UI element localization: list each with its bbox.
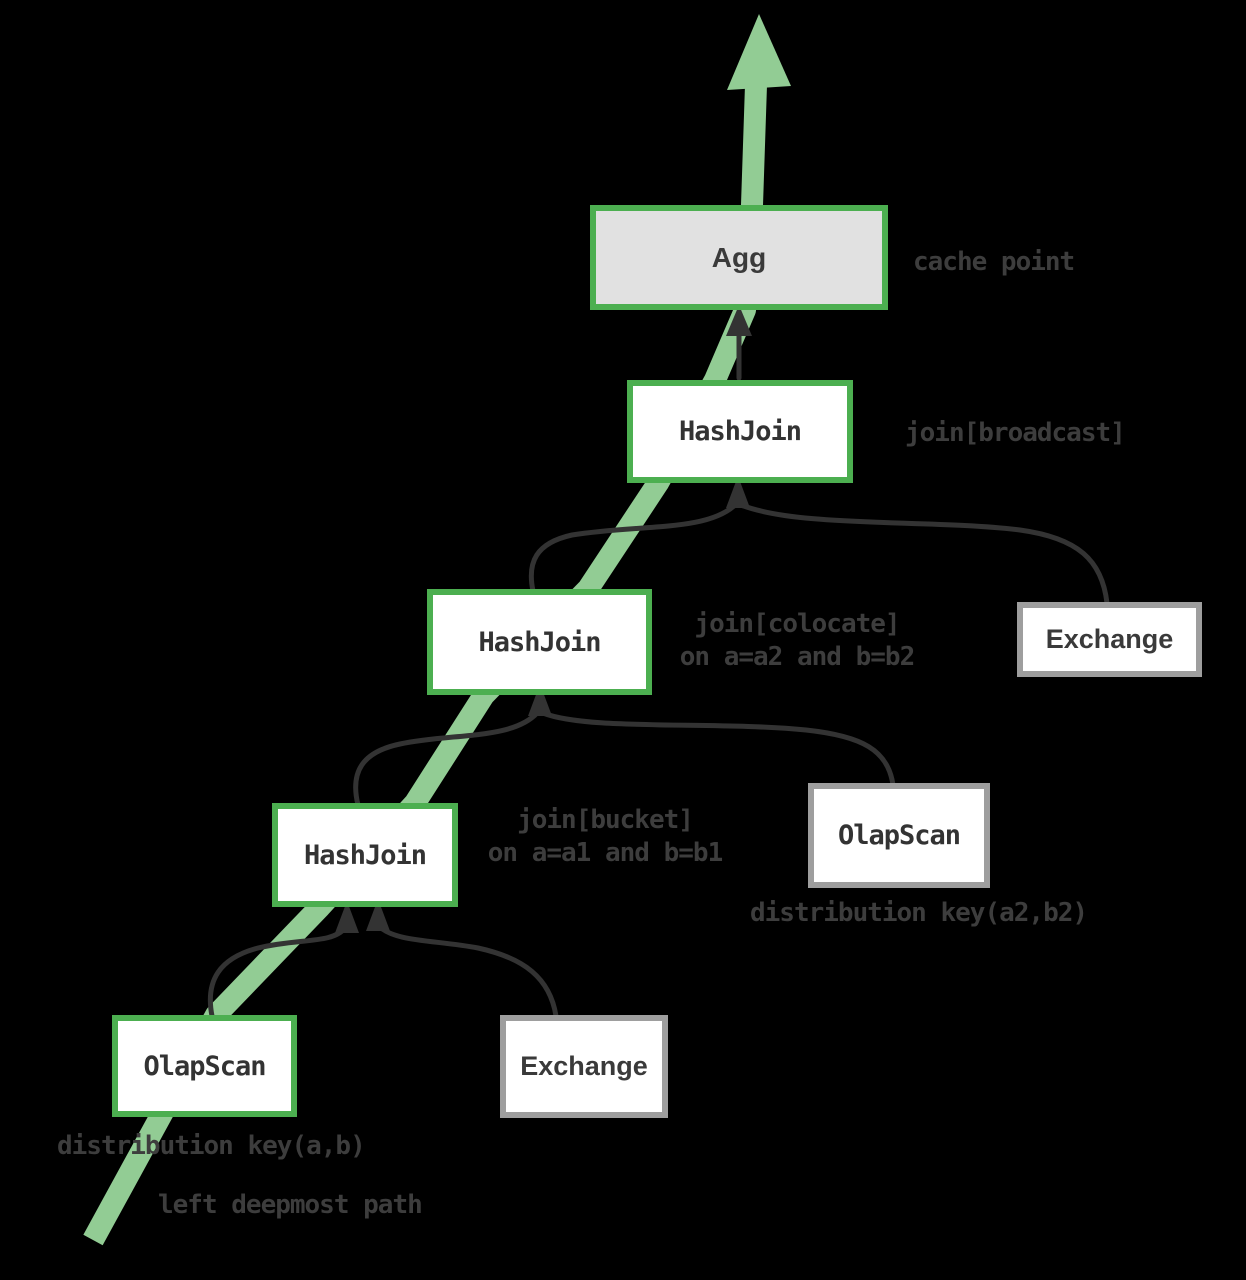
annotation-join-bucket: join[bucket] on a=a1 and b=b1	[472, 804, 738, 870]
node-agg: Agg	[590, 205, 888, 310]
node-hashjoin-top-label: HashJoin	[678, 416, 802, 447]
node-hashjoin-mid-label: HashJoin	[478, 626, 601, 658]
annotation-distribution-key-a2b2: distribution key(a2,b2)	[750, 898, 1088, 928]
arrowhead-into-hashjoinlow-left-icon	[335, 901, 359, 933]
node-hashjoin-low-label: HashJoin	[303, 839, 427, 871]
annotation-join-colocate-line1: join[colocate]	[694, 609, 900, 639]
annotation-join-broadcast: join[broadcast]	[905, 418, 1126, 448]
annotation-distribution-key-ab: distribution key(a,b)	[57, 1131, 366, 1161]
node-olapscan-left-label: OlapScan	[143, 1050, 266, 1082]
annotation-join-bucket-line2: on a=a1 and b=b1	[487, 838, 723, 868]
node-olapscan-left: OlapScan	[112, 1015, 297, 1117]
arrowhead-into-hashjoinlow-right-icon	[366, 899, 390, 931]
arrowhead-into-agg-icon	[726, 305, 752, 336]
node-exchange-top-label: Exchange	[1045, 624, 1174, 654]
edge-hashjoinlow-hashjoinmid	[353, 710, 540, 808]
node-hashjoin-mid: HashJoin	[427, 589, 652, 695]
node-exchange-bottom-label: Exchange	[520, 1051, 648, 1081]
node-agg-label: Agg	[711, 241, 767, 273]
edge-arrowheads	[335, 305, 752, 933]
edges	[207, 328, 1110, 1019]
edge-hashjoinmid-hashjointop	[528, 502, 738, 594]
node-exchange-top: Exchange	[1017, 602, 1202, 677]
node-hashjoin-top: HashJoin	[627, 380, 853, 483]
annotation-left-deepmost-path: left deepmost path	[158, 1190, 423, 1220]
node-olapscan-right-label: OlapScan	[837, 820, 961, 851]
annotation-cache-point: cache point	[913, 247, 1075, 277]
arrowhead-into-hashjoinmid-icon	[528, 684, 552, 716]
edge-exchangebottom-hashjoinlow	[376, 923, 559, 1019]
edge-exchangetop-hashjointop	[738, 502, 1110, 606]
arrowhead-into-hashjointop-icon	[726, 476, 750, 508]
node-hashjoin-low: HashJoin	[272, 803, 458, 907]
edge-olapscanleft-hashjoinlow	[207, 925, 348, 1019]
node-exchange-bottom: Exchange	[500, 1015, 668, 1118]
annotation-join-colocate: join[colocate] on a=a2 and b=b2	[668, 608, 926, 674]
annotation-join-bucket-line1: join[bucket]	[517, 805, 694, 835]
edge-olapscanright-hashjoinmid	[540, 710, 896, 788]
node-olapscan-right: OlapScan	[808, 783, 990, 888]
green-arrowhead-up-icon	[727, 14, 791, 90]
annotation-join-colocate-line2: on a=a2 and b=b2	[679, 642, 915, 672]
